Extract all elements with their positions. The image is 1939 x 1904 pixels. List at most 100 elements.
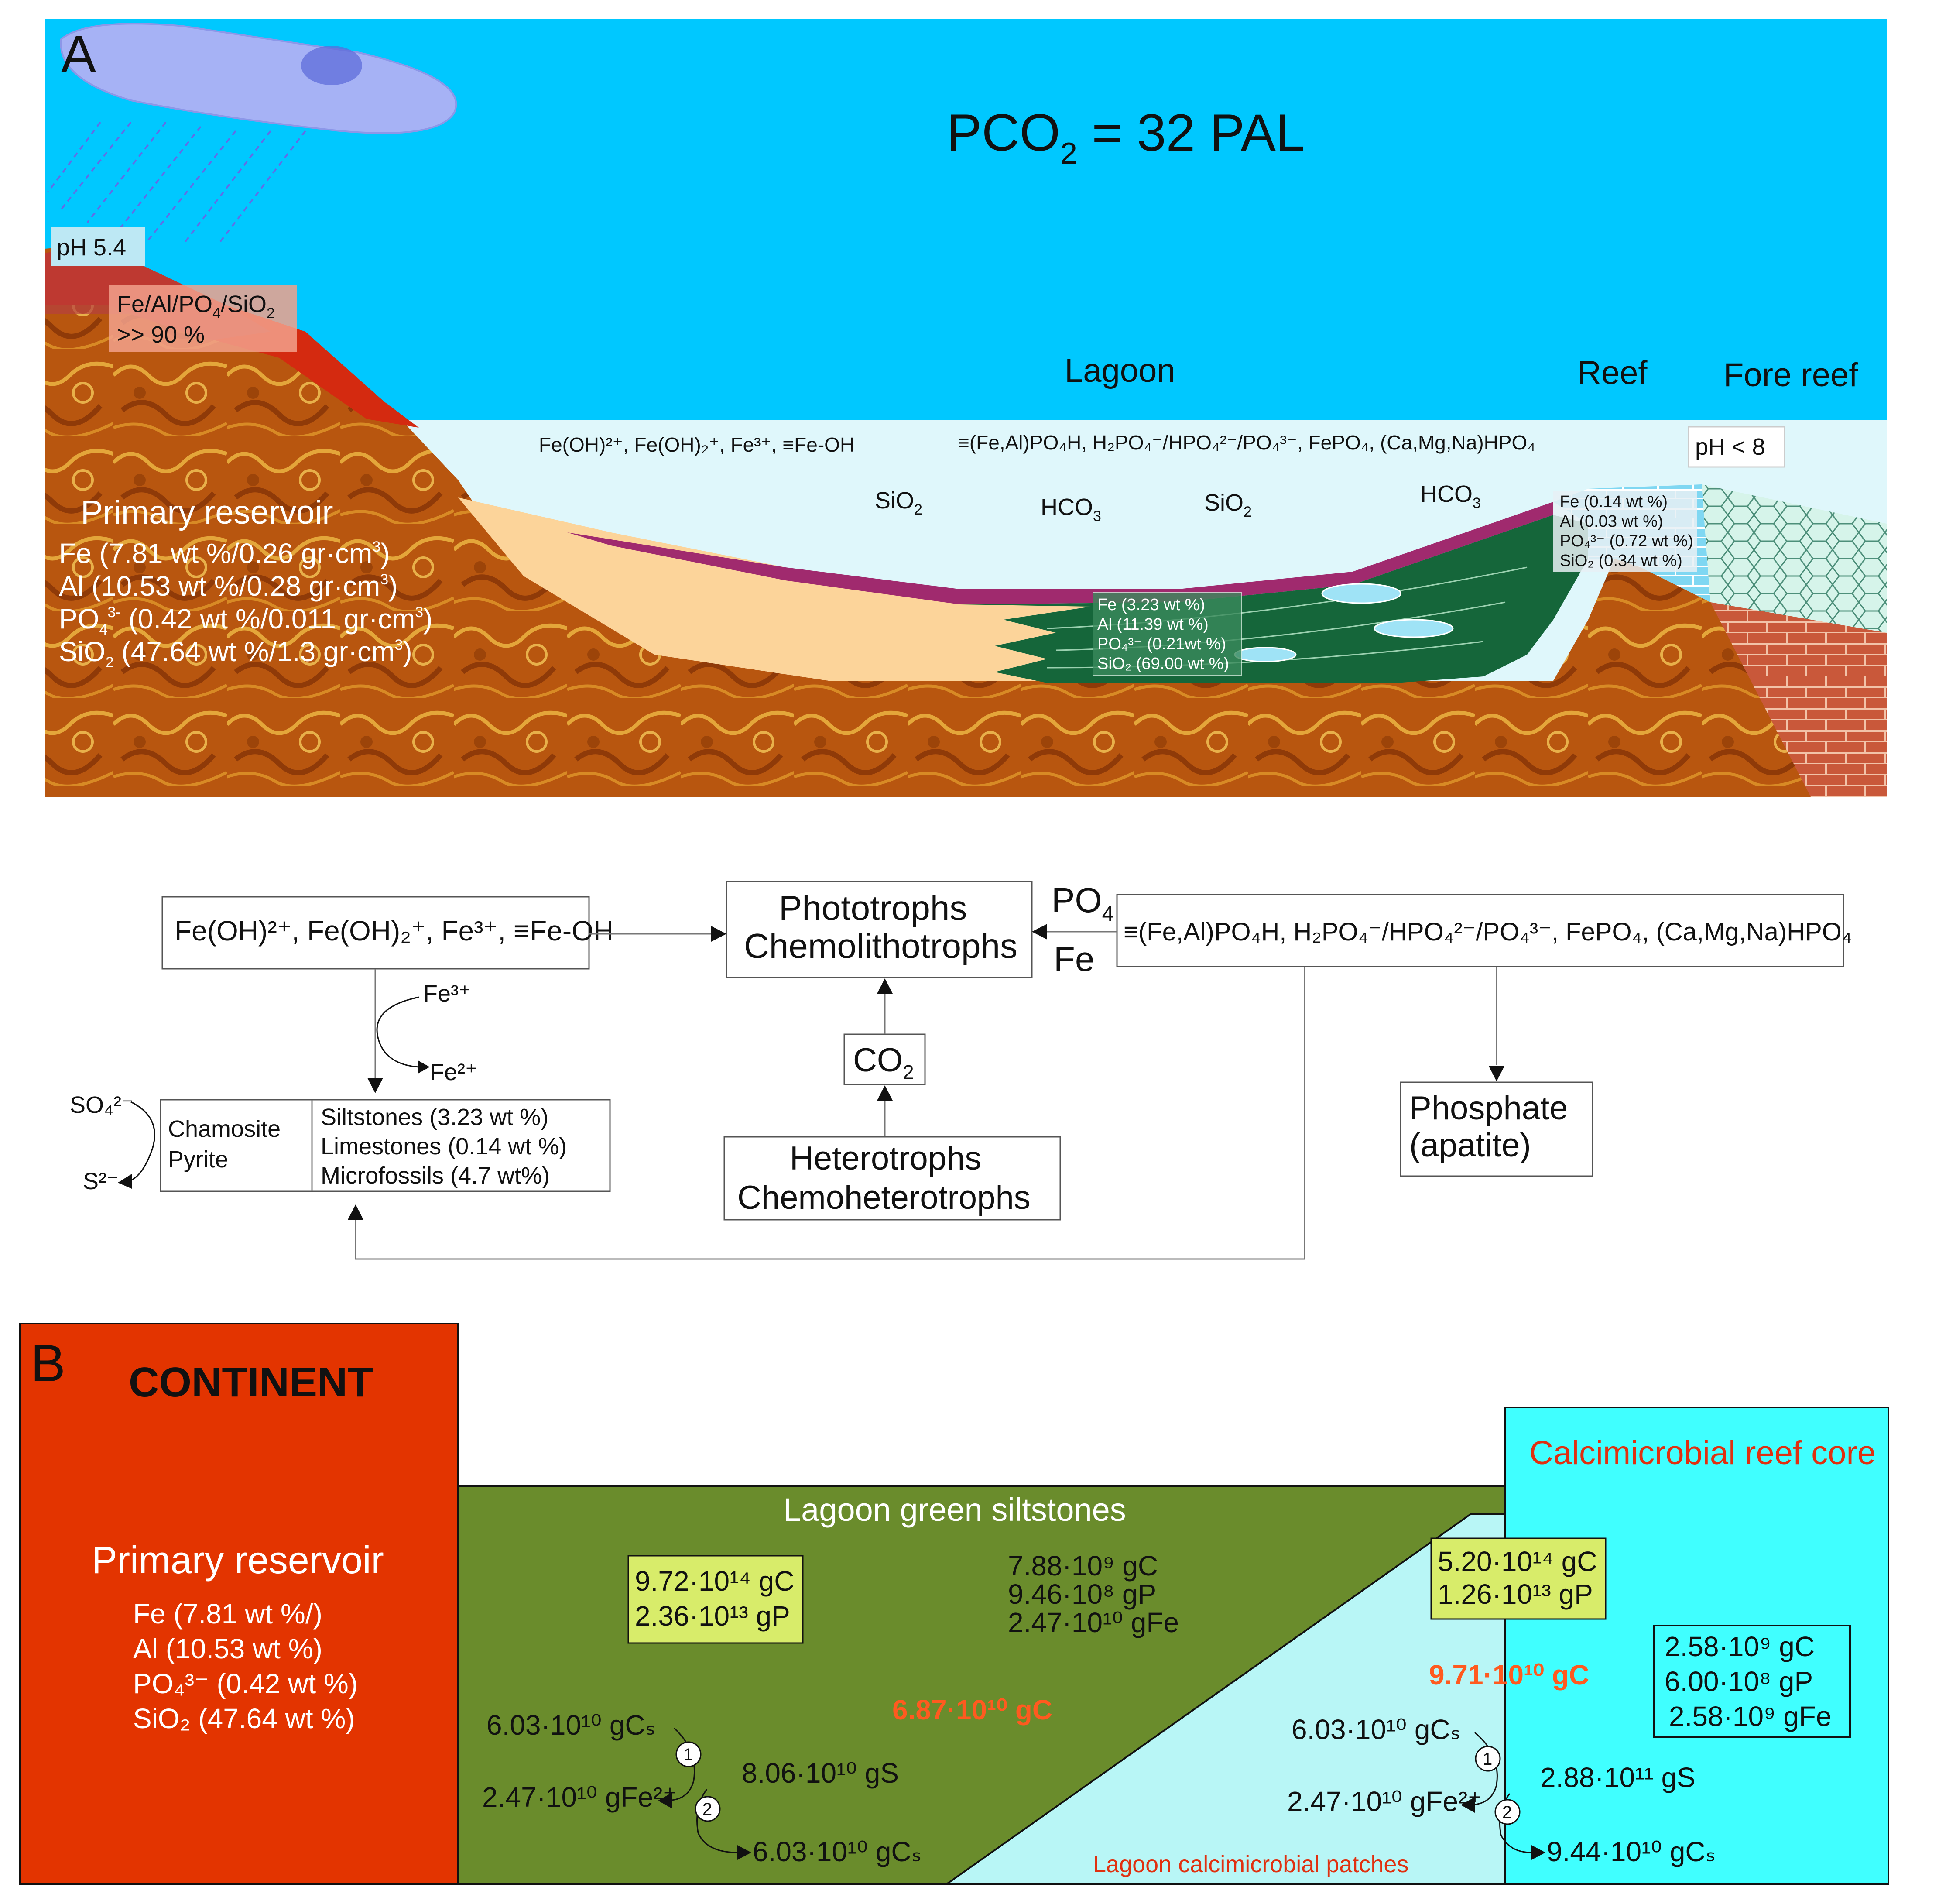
po4-arrow-label: PO4 <box>1052 881 1113 926</box>
reef-cs-out: 9.44·10¹⁰ gCₛ <box>1547 1836 1716 1867</box>
b-primary-fe: Fe (7.81 wt %/) <box>133 1598 322 1630</box>
arrow-head <box>877 1085 893 1101</box>
p-species-box <box>1116 894 1844 967</box>
lagoon-val-c: 7.88·10⁹ gC <box>1008 1550 1158 1582</box>
arrow-head <box>711 926 726 942</box>
lagoon-cycle-curve-1 <box>671 1727 695 1801</box>
panel-b: B CONTINENT Primary reservoir Fe (7.81 w… <box>19 1323 1889 1885</box>
water-sio2-1: SiO2 <box>875 487 922 518</box>
silt-sio2: SiO₂ (69.00 wt %) <box>1097 655 1229 673</box>
pyrite-label: Pyrite <box>168 1146 228 1173</box>
s2-label: S²⁻ <box>83 1168 119 1194</box>
primary-fe: Fe (7.81 wt %/0.26 gr·cm3) <box>59 538 390 569</box>
siltstones-label: Siltstones (3.23 wt %) <box>321 1104 548 1130</box>
reef-val-c: 2.58·10⁹ gC <box>1665 1631 1815 1662</box>
purple-layer <box>567 502 1553 604</box>
b-primary-sio2: SiO₂ (47.64 wt %) <box>133 1703 355 1734</box>
return-path <box>355 967 1305 1260</box>
chemolithotrophs-label: Chemolithotrophs <box>744 926 1017 965</box>
step-1-label: 1 <box>683 1745 693 1764</box>
panel-b-label: B <box>31 1334 65 1393</box>
arrow-head <box>1489 1066 1504 1081</box>
step-1-icon <box>675 1741 702 1767</box>
lagoon-val-fe: 2.47·10¹⁰ gFe <box>1008 1607 1179 1638</box>
fe2-label: Fe²⁺ <box>430 1059 478 1085</box>
zone-fore-reef: Fore reef <box>1723 357 1858 394</box>
reef-s: 2.88·10¹¹ gS <box>1540 1762 1696 1793</box>
reef-cs-in: 6.03·10¹⁰ gCₛ <box>1292 1714 1461 1745</box>
fe-arrow-label: Fe <box>1054 940 1094 978</box>
lagoon-title: Lagoon green siltstones <box>783 1492 1126 1528</box>
b-primary-al: Al (10.53 wt %) <box>133 1633 322 1664</box>
arrow-head <box>118 1174 132 1189</box>
silt-al: Al (11.39 wt %) <box>1097 615 1209 634</box>
zone-lagoon: Lagoon <box>1065 352 1175 389</box>
fore-reef-limestone <box>1710 602 1887 797</box>
fe3-label: Fe³⁺ <box>423 981 471 1007</box>
lagoon-cs-out: 6.03·10¹⁰ gCₛ <box>753 1836 922 1867</box>
reef-core-region <box>1504 1407 1889 1885</box>
reef-box-c: 5.20·10¹⁴ gC <box>1438 1546 1597 1577</box>
water-fe-species: Fe(OH)²⁺, Fe(OH)₂⁺, Fe³⁺, ≡Fe-OH <box>539 433 854 456</box>
ph-reef-label: pH < 8 <box>1695 434 1765 460</box>
phosphate-box <box>1400 1081 1593 1177</box>
arrow-head <box>1032 924 1047 940</box>
lagoon-box-c: 9.72·10¹⁴ gC <box>635 1565 794 1597</box>
siltstone-composition-box <box>1093 592 1242 676</box>
step-2-label: 2 <box>1502 1803 1512 1822</box>
step-2-icon <box>695 1796 721 1822</box>
water-sio2-2: SiO2 <box>1204 490 1252 520</box>
water-p-species: ≡(Fe,Al)PO₄H, H₂PO₄⁻/HPO₄²⁻/PO₄³⁻, FePO₄… <box>958 431 1535 454</box>
reef-val-fe: 2.58·10⁹ gFe <box>1669 1701 1832 1732</box>
ph-land-label: pH 5.4 <box>57 234 126 261</box>
step-1-icon <box>1475 1746 1501 1772</box>
microfossils-label: Microfossils (4.7 wt%) <box>321 1163 550 1189</box>
limestones-label: Limestones (0.14 wt %) <box>321 1133 567 1160</box>
water-hco3-1: HCO3 <box>1041 494 1101 525</box>
continent-label: CONTINENT <box>129 1359 373 1406</box>
arrow-head <box>658 1793 672 1808</box>
reef-values-box <box>1653 1625 1851 1738</box>
fe-species-label: Fe(OH)²⁺, Fe(OH)₂⁺, Fe³⁺, ≡Fe-OH <box>175 915 613 947</box>
primary-reservoir-title: Primary reservoir <box>81 494 333 531</box>
co2-box <box>843 1033 926 1085</box>
chemoheterotrophs-label: Chemoheterotrophs <box>737 1179 1031 1216</box>
reef-cycle-curve-1 <box>1474 1732 1498 1805</box>
primary-reservoir-rock <box>45 244 1887 797</box>
phosphate-label: Phosphate <box>1409 1090 1568 1127</box>
zone-reef: Reef <box>1577 354 1648 391</box>
lagoon-box-p: 2.36·10¹³ gP <box>635 1600 790 1632</box>
lagoon-s: 8.06·10¹⁰ gS <box>742 1757 899 1789</box>
silt-po4: PO₄³⁻ (0.21wt %) <box>1097 635 1226 653</box>
lagoon-orange-value: 6.87·10¹⁰ gC <box>892 1694 1052 1726</box>
primary-sio2: SiO2 (47.64 wt %/1.3 gr·cm3) <box>59 636 412 671</box>
silt-fe: Fe (3.23 wt %) <box>1097 596 1205 614</box>
fe-al-po4-label: Fe/Al/PO4/SiO2 <box>117 291 275 322</box>
primary-po4: PO43- (0.42 wt %/0.011 gr·cm3) <box>59 603 432 638</box>
fe-species-box <box>161 896 590 970</box>
fe-al-po4-box <box>109 285 297 352</box>
arrow-head <box>737 1845 751 1860</box>
sediment-box <box>160 1099 611 1192</box>
continent-region <box>19 1323 459 1885</box>
arrow-head <box>418 1060 430 1074</box>
reef-po4: PO₄³⁻ (0.72 wt %) <box>1560 532 1693 550</box>
lagoon-val-p: 9.46·10⁸ gP <box>1008 1578 1156 1610</box>
calcimicrobial-patch <box>1234 647 1297 662</box>
lagoon-cs-in: 6.03·10¹⁰ gCₛ <box>486 1709 656 1741</box>
panel-a: A PCO2 = 32 PAL pH 5.4 Fe/Al/PO4/SiO2 >>… <box>45 19 1887 797</box>
apatite-label: (apatite) <box>1409 1127 1531 1164</box>
fe-al-po4-value: >> 90 % <box>117 322 205 348</box>
arrow-head <box>877 978 893 994</box>
calcimicrobial-patch <box>1321 583 1401 604</box>
lagoon-highlight-box <box>627 1555 804 1644</box>
step-2-label: 2 <box>702 1800 712 1819</box>
step-1-label: 1 <box>1483 1750 1492 1769</box>
chamosite-label: Chamosite <box>168 1116 281 1142</box>
reef-core-title: Calcimicrobial reef core <box>1529 1434 1876 1472</box>
primary-al: Al (10.53 wt %/0.28 gr·cm3) <box>59 570 398 602</box>
b-primary-po4: PO₄³⁻ (0.42 wt %) <box>133 1668 358 1699</box>
co2-label: CO2 <box>853 1042 914 1084</box>
reef-fe: Fe (0.14 wt %) <box>1560 493 1668 511</box>
